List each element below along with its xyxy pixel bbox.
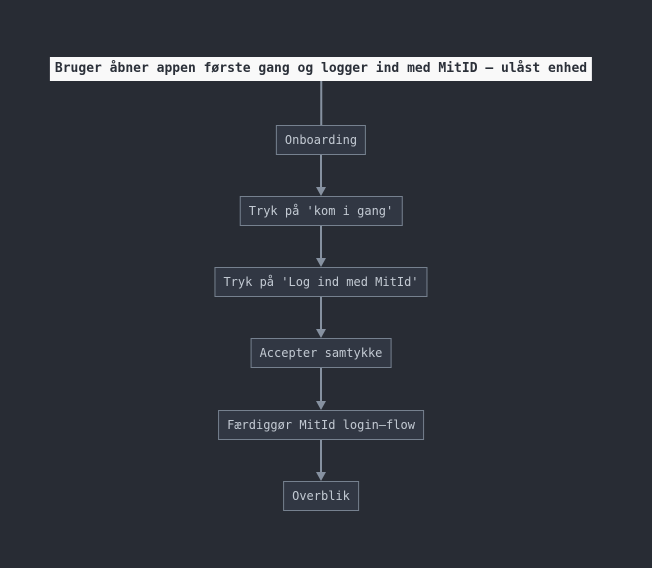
flow-node-kom-i-gang: Tryk på 'kom i gang'	[239, 196, 403, 226]
arrowhead-down-icon	[316, 329, 326, 338]
edge-line	[320, 368, 322, 401]
edge-kom-i-gang-to-log-ind	[316, 226, 326, 267]
edge-start-to-onboarding	[320, 81, 322, 125]
flow-node-onboarding: Onboarding	[275, 125, 367, 155]
edge-line	[320, 226, 322, 258]
flow-node-overblik: Overblik	[283, 481, 359, 511]
edge-line	[320, 297, 322, 329]
edge-onboarding-to-kom-i-gang	[316, 155, 326, 196]
edge-samtykke-to-loginflow	[316, 368, 326, 410]
flow-node-accepter-samtykke: Accepter samtykke	[250, 338, 392, 368]
arrowhead-down-icon	[316, 472, 326, 481]
flow-node-faerdiggoer-loginflow: Færdiggør MitId login–flow	[218, 410, 424, 440]
arrowhead-down-icon	[316, 258, 326, 267]
arrowhead-down-icon	[316, 401, 326, 410]
edge-line	[320, 440, 322, 472]
arrowhead-down-icon	[316, 187, 326, 196]
flow-node-log-ind-med-mitid: Tryk på 'Log ind med MitId'	[214, 267, 428, 297]
edge-log-ind-to-samtykke	[316, 297, 326, 338]
flow-start-node: Bruger åbner appen første gang og logger…	[49, 57, 593, 81]
edge-line	[320, 81, 322, 125]
edge-line	[320, 155, 322, 187]
edge-loginflow-to-overblik	[316, 440, 326, 481]
